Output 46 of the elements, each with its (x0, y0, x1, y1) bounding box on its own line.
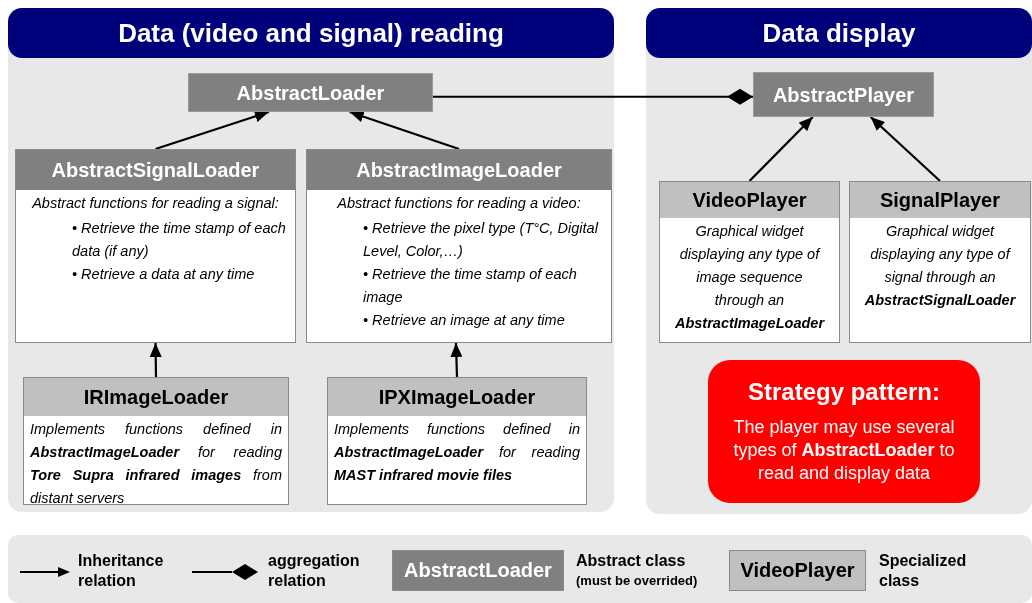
class-box (15, 149, 296, 343)
abstract-class-box: AbstractPlayer (753, 72, 934, 117)
note-box (708, 360, 980, 503)
bullet-item: • Retrieve a data at any time (72, 265, 256, 284)
class-name-header: IPXImageLoader (328, 378, 586, 417)
panel-title: Data display (646, 8, 1032, 58)
class-name-header: VideoPlayer (660, 182, 839, 219)
inheritance-arrow (748, 116, 814, 182)
class-box (659, 181, 840, 343)
inheritance-arrow (149, 343, 162, 377)
legend-text: aggregation relation (268, 551, 361, 591)
panel-background (8, 8, 614, 512)
inheritance-arrow (869, 116, 941, 182)
legend-text: Abstract class (576, 551, 687, 571)
bullet-item: • Retrieve the time stamp of each data (if any) (72, 219, 287, 261)
specialized-class-sample: VideoPlayer (729, 550, 866, 591)
bullet-item: • Retrieve the time stamp of each image (363, 265, 578, 307)
inheritance-arrow (450, 342, 463, 378)
legend-text: Inheritance relation (78, 551, 165, 591)
aggregation-connector (433, 88, 753, 105)
inheritance-arrow (349, 110, 460, 151)
class-name-header: SignalPlayer (850, 182, 1030, 219)
description-text: Graphical widget displaying any type of image sequence through an AbstractImageLoader (673, 222, 826, 333)
bullet-item: • Retrieve an image at any time (363, 311, 566, 330)
class-box (23, 377, 289, 505)
description-text: Abstract functions for reading a video: (335, 194, 582, 213)
abstract-class-box: AbstractLoader (188, 73, 433, 112)
panel-title: Data (video and signal) reading (8, 8, 614, 58)
bullet-item: • Retrieve the pixel type (T°C, Digital Level, Color,…) (363, 219, 600, 261)
class-name-header: AbstractSignalLoader (16, 150, 295, 190)
class-name-header: AbstractImageLoader (307, 150, 611, 190)
legend-text: Specialized class (879, 551, 968, 591)
description-text: Graphical widget displaying any type of signal through an AbstractSignalLoader (863, 222, 1017, 310)
note-text: The player may use several types of AbstractLoader to read and display data (732, 416, 956, 485)
legend-note: (must be overrided) (576, 572, 698, 590)
description-text: Abstract functions for reading a signal: (30, 194, 280, 213)
note-title: Strategy pattern: (746, 378, 941, 406)
description-text: Implements functions defined in AbstractImageLoader for reading Tore Supra infrared images from distant servers (30, 420, 282, 508)
class-name-header: IRImageLoader (24, 378, 288, 417)
panel-background (646, 8, 1032, 514)
class-box (306, 149, 612, 343)
abstract-class-sample: AbstractLoader (392, 550, 564, 591)
description-text: Implements functions defined in AbstractImageLoader for reading MAST infrared movie files (334, 420, 580, 485)
class-box (849, 181, 1031, 343)
class-box (327, 377, 587, 505)
inheritance-arrow (155, 110, 270, 151)
